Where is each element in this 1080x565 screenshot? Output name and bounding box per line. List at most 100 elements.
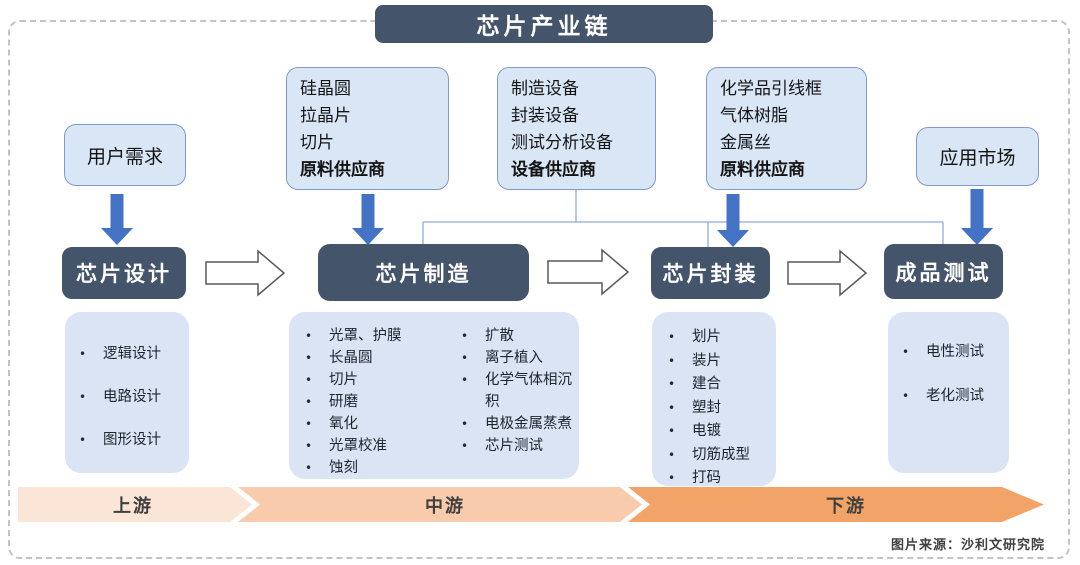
bullet-icon: • [902,389,910,403]
supplier-line: 气体树脂 [720,106,788,126]
supplier-lines: 化学品引线框气体树脂金属丝 [707,68,866,157]
page-title: 芯片产业链 [375,5,713,43]
bullet-icon: • [305,351,313,365]
down-arrow-icon [717,194,749,247]
stage-box-package: 芯片封装 [651,247,770,299]
chevron-downstream [628,487,1044,522]
source-caption: 图片来源：沙利文研究院 [890,538,1045,553]
supplier-line: 硅晶圆 [300,79,351,99]
bullet-icon: • [305,417,313,431]
down-arrow-icon [352,194,384,245]
list-test-steps: •电性测试 •老化测试 [888,312,1009,473]
supplier-line: 切片 [300,133,334,153]
bullet-icon: • [668,447,676,462]
chevron-label-downstream: 下游 [826,496,866,517]
bullet-icon: • [668,377,676,391]
chevron-label-midstream: 中游 [425,496,465,517]
supplier-lines: 制造设备封装设备测试分析设备 [498,68,655,157]
supplier-line: 制造设备 [511,79,579,99]
list-item: •研磨 [305,391,461,413]
list-item: •划片 [668,326,772,350]
down-arrow-icon [101,194,133,245]
list-item: •装片 [668,350,772,374]
stage-box-design: 芯片设计 [62,247,186,299]
bullet-icon: • [668,400,676,415]
bullet-icon: • [461,329,469,343]
flow-arrow-icon [787,249,868,297]
list-item: •切筋成型 [668,444,772,468]
list-item: •图形设计 [79,432,161,448]
bullet-icon: • [79,433,87,447]
list-manufacture-steps: •光罩、护膜•长晶圆•切片•研磨•氧化•光罩校准•蚀刻 •扩散•离子植入•化学气… [289,312,579,479]
bullet-icon: • [668,471,676,485]
bullet-icon: • [902,345,910,359]
bullet-list: •电性测试 •老化测试 [902,340,1005,405]
chevron-label-upstream: 上游 [113,496,153,517]
bullet-icon: • [79,347,87,361]
box-user-demand: 用户需求 [64,124,186,186]
list-package-steps: •划片•装片•建合•塑封•电镀•切筋成型•打码 [652,312,776,486]
box-material-supplier-left: 硅晶圆拉晶片切片 原料供应商 [286,67,449,190]
list-item: •光罩校准 [305,435,461,457]
list-item: •电路设计 [79,389,161,405]
supplier-role-label: 原料供应商 [720,160,805,180]
bullet-icon: • [461,373,469,387]
stage-box-test: 成品测试 [884,244,1003,299]
bullet-icon: • [461,417,469,431]
list-item: •电性测试 [902,344,984,360]
list-item: •切片 [305,369,461,391]
bullet-icon: • [461,439,469,453]
list-item: •长晶圆 [305,347,461,369]
supplier-role-label: 原料供应商 [300,160,385,180]
box-user-demand-label: 用户需求 [86,145,163,168]
stage-label: 芯片封装 [662,262,759,286]
supplier-line: 化学品引线框 [720,79,822,99]
stage-label: 成品测试 [895,260,992,285]
flow-arrow-icon [547,248,630,296]
bullet-list: •逻辑设计 •电路设计 •图形设计 [79,342,185,449]
list-item: •逻辑设计 [79,346,161,362]
stage-box-manufacture: 芯片制造 [318,244,529,301]
bullet-icon: • [668,330,676,344]
list-item: •离子植入 [461,347,575,369]
list-design-steps: •逻辑设计 •电路设计 •图形设计 [65,312,189,473]
supplier-line: 金属丝 [720,133,771,153]
down-arrow-icon [961,189,993,245]
list-item: •芯片测试 [461,435,575,457]
equipment-supplier-connector-lines [422,190,944,248]
bullet-icon: • [461,351,469,365]
list-item: •氧化 [305,413,461,435]
bullet-icon: • [305,439,313,453]
list-item: •扩散 [461,325,575,347]
box-material-supplier-right: 化学品引线框气体树脂金属丝 原料供应商 [706,67,867,190]
list-item: •电极金属蒸煮 [461,413,575,435]
supplier-role-label: 设备供应商 [511,160,596,180]
chevron-midstream [238,487,642,522]
list-item: •塑封 [668,397,772,421]
box-equipment-supplier: 制造设备封装设备测试分析设备 设备供应商 [497,67,656,190]
list-item: •打码 [668,467,772,491]
chevron-upstream [18,487,252,522]
bullet-list: •光罩、护膜•长晶圆•切片•研磨•氧化•光罩校准•蚀刻 [305,325,461,479]
stage-label: 芯片制造 [375,261,472,286]
supplier-line: 拉晶片 [300,106,351,126]
list-item: •化学气体相沉积 [461,369,575,413]
bullet-icon: • [668,424,676,438]
supplier-line: 测试分析设备 [511,133,613,153]
bullet-icon: • [305,373,313,387]
list-item: •电镀 [668,420,772,444]
box-application-market: 应用市场 [916,127,1039,186]
supplier-lines: 硅晶圆拉晶片切片 [287,68,448,157]
supplier-line: 封装设备 [511,106,579,126]
bullet-icon: • [305,329,313,343]
list-item: •老化测试 [902,388,984,404]
box-application-market-label: 应用市场 [939,147,1016,169]
list-item: •建合 [668,373,772,397]
flow-arrow-icon [205,249,286,297]
bullet-list: •划片•装片•建合•塑封•电镀•切筋成型•打码 [668,326,772,491]
stage-label: 芯片设计 [76,262,172,286]
bullet-icon: • [305,461,313,475]
bullet-icon: • [668,353,676,368]
